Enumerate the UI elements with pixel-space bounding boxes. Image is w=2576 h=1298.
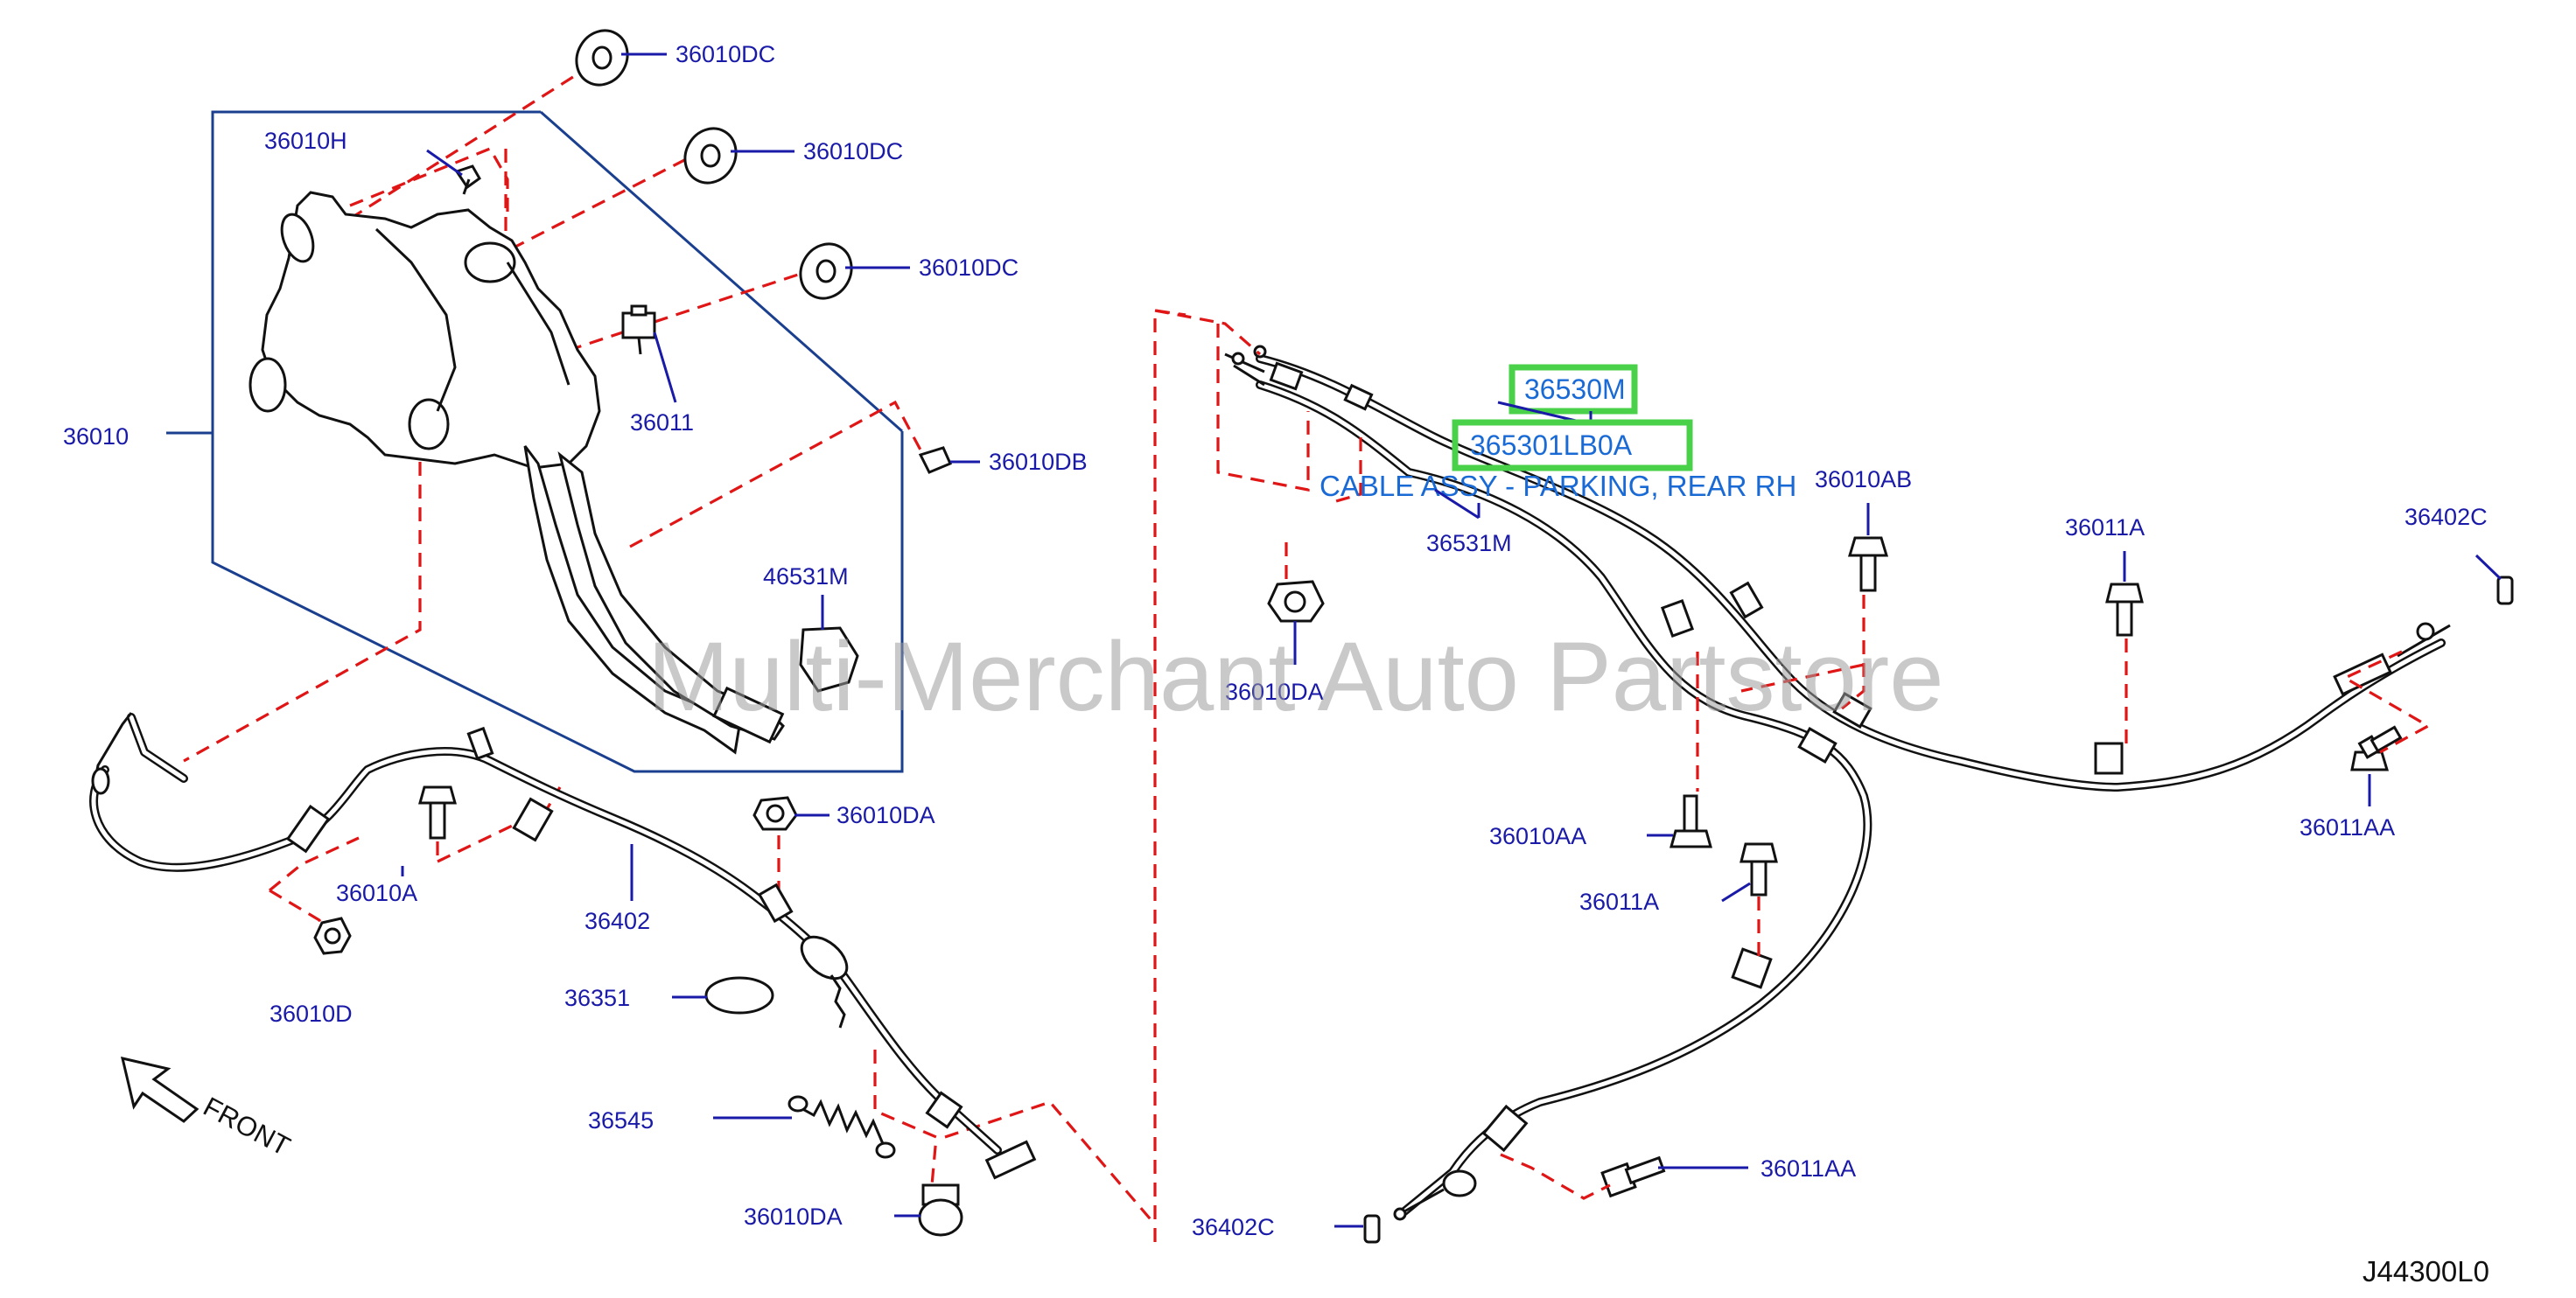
label-36010AB[interactable]: 36010AB bbox=[1815, 466, 1912, 492]
label-36010DC-1[interactable]: 36010DC bbox=[676, 41, 775, 67]
front-callout: FRONT bbox=[199, 1091, 296, 1162]
callout-36010A[interactable]: 36010A bbox=[336, 866, 417, 906]
nut-36010D bbox=[313, 917, 352, 955]
label-365301LB0A[interactable]: 365301LB0A bbox=[1470, 429, 1633, 461]
bolt-36011A-1 bbox=[2105, 583, 2144, 637]
callout-36011A-1[interactable]: 36011A bbox=[2065, 514, 2145, 582]
front-cable-36402 bbox=[89, 712, 1037, 1180]
callout-46531M[interactable]: 46531M bbox=[763, 563, 849, 630]
front-label: FRONT bbox=[199, 1091, 296, 1162]
label-36011AA-2[interactable]: 36011AA bbox=[1760, 1155, 1856, 1182]
clip-36010DB bbox=[918, 446, 952, 474]
callout-36351[interactable]: 36351 bbox=[564, 985, 707, 1011]
grommet-36351 bbox=[704, 976, 774, 1015]
callout-36010DC-2[interactable]: 36010DC bbox=[731, 138, 903, 164]
callout-36010DC-3[interactable]: 36010DC bbox=[845, 255, 1018, 281]
label-36011A-1[interactable]: 36011A bbox=[2065, 514, 2145, 541]
callout-36010DA-2[interactable]: 36010DA bbox=[744, 1204, 920, 1230]
callout-36010H[interactable]: 36010H bbox=[264, 128, 463, 177]
bolt-36010AA bbox=[1670, 794, 1712, 848]
callout-365301LB0A-selected[interactable]: 365301LB0A bbox=[1452, 419, 1693, 471]
bolt-36011AA-1 bbox=[2350, 725, 2403, 771]
nut-36010DA-2 bbox=[918, 1183, 963, 1237]
callout-36011A-2[interactable]: 36011A bbox=[1579, 882, 1751, 915]
pedal-assembly-boundary bbox=[211, 110, 904, 773]
label-36531M[interactable]: 36531M bbox=[1426, 530, 1512, 556]
description-label: CABLE ASSY - PARKING, REAR RH bbox=[1320, 470, 1796, 502]
label-36010DA-2[interactable]: 36010DA bbox=[744, 1204, 843, 1230]
callout-36530M-selected[interactable]: 36530M bbox=[1497, 364, 1638, 426]
label-36402C-1[interactable]: 36402C bbox=[2404, 504, 2488, 530]
bolt-36010AB bbox=[1847, 536, 1889, 592]
washer-36010DC-3 bbox=[799, 242, 853, 300]
pedal-bracket-36010 bbox=[248, 191, 601, 470]
callout-36010DA-1[interactable]: 36010DA bbox=[794, 802, 935, 828]
label-36011AA-1[interactable]: 36011AA bbox=[2300, 814, 2395, 841]
label-36010A[interactable]: 36010A bbox=[336, 880, 417, 906]
callout-36011[interactable]: 36011 bbox=[630, 331, 694, 436]
callout-36531M[interactable]: 36531M bbox=[1426, 488, 1512, 556]
rear-cable-group bbox=[1224, 345, 2451, 1221]
label-46531M[interactable]: 46531M bbox=[763, 563, 849, 590]
callout-36010DB[interactable]: 36010DB bbox=[950, 449, 1088, 475]
front-arrow-icon bbox=[120, 1056, 200, 1123]
callout-36010AA[interactable]: 36010AA bbox=[1489, 823, 1673, 849]
label-36010H[interactable]: 36010H bbox=[264, 128, 347, 154]
drawing-code: J44300L0 bbox=[2362, 1255, 2489, 1288]
label-36351[interactable]: 36351 bbox=[564, 985, 630, 1011]
highlight-box-36530M bbox=[1508, 364, 1638, 415]
pedal-pad-46531M bbox=[799, 626, 859, 693]
callout-36402[interactable]: 36402 bbox=[584, 844, 650, 934]
callout-36010AB[interactable]: 36010AB bbox=[1815, 466, 1912, 535]
label-36530M[interactable]: 36530M bbox=[1524, 373, 1626, 405]
label-36402C-2[interactable]: 36402C bbox=[1192, 1214, 1275, 1240]
callout-36010D[interactable]: 36010D bbox=[270, 1001, 353, 1027]
plug-36402C-1 bbox=[2496, 576, 2514, 605]
label-36545[interactable]: 36545 bbox=[588, 1107, 654, 1134]
label-36402[interactable]: 36402 bbox=[584, 908, 650, 934]
callout-36010DA-3[interactable]: 36010DA bbox=[1225, 621, 1324, 705]
label-36010DC-2[interactable]: 36010DC bbox=[803, 138, 903, 164]
highlight-box-365301LB0A bbox=[1452, 419, 1693, 471]
callout-36402C-2[interactable]: 36402C bbox=[1192, 1214, 1363, 1240]
plug-36402C-2 bbox=[1363, 1214, 1381, 1244]
watermark-text: Multi-Merchant Auto Partstore bbox=[648, 622, 1943, 731]
label-36010DA-3[interactable]: 36010DA bbox=[1225, 679, 1324, 705]
label-36010DB[interactable]: 36010DB bbox=[989, 449, 1088, 475]
callout-36010[interactable]: 36010 bbox=[63, 423, 129, 450]
pedal-assembly-boundary-diagonal bbox=[540, 110, 903, 433]
label-36010D[interactable]: 36010D bbox=[270, 1001, 353, 1027]
label-36011[interactable]: 36011 bbox=[630, 409, 694, 436]
callout-36011AA-1[interactable]: 36011AA bbox=[2300, 774, 2395, 841]
label-36011A-2[interactable]: 36011A bbox=[1579, 889, 1659, 915]
callout-36545[interactable]: 36545 bbox=[588, 1107, 792, 1134]
nut-36010DA-3 bbox=[1267, 580, 1325, 623]
guide-lines-right bbox=[1154, 309, 2432, 1200]
label-36010DA-1[interactable]: 36010DA bbox=[836, 802, 935, 828]
pedal-arm bbox=[523, 445, 785, 755]
spring-36545 bbox=[788, 1095, 896, 1159]
washer-36010DC-2 bbox=[683, 127, 738, 185]
label-36010[interactable]: 36010 bbox=[63, 423, 129, 450]
bolt-36011AA-2 bbox=[1600, 1155, 1666, 1198]
bolt-36010A bbox=[418, 785, 457, 840]
bolt-36011A-2 bbox=[1740, 842, 1778, 897]
washer-36010DC-1 bbox=[575, 29, 629, 87]
part-description: CABLE ASSY - PARKING, REAR RH bbox=[1320, 470, 1796, 502]
switch-36011 bbox=[621, 304, 656, 355]
callout-36011AA-2[interactable]: 36011AA bbox=[1658, 1155, 1856, 1182]
callout-36402C-1[interactable]: 36402C bbox=[2404, 504, 2502, 581]
nut-36010DA-1 bbox=[752, 796, 798, 831]
callout-36010DC-1[interactable]: 36010DC bbox=[621, 41, 775, 67]
label-36010AA[interactable]: 36010AA bbox=[1489, 823, 1586, 849]
bolt-36010H bbox=[454, 164, 481, 195]
label-36010DC-3[interactable]: 36010DC bbox=[919, 255, 1018, 281]
